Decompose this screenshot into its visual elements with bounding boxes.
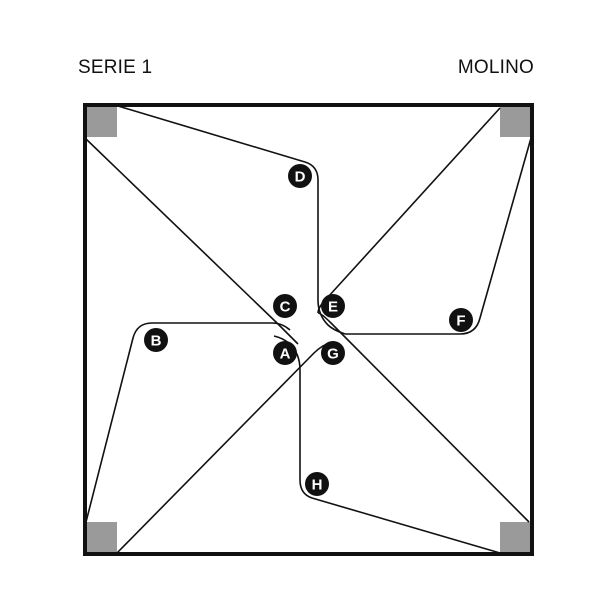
point-label: C xyxy=(280,299,291,316)
point-marker-circle xyxy=(288,164,312,188)
corner-block-top-right xyxy=(500,105,532,137)
blade-bottom xyxy=(273,335,501,554)
diagonal-arm-top-right xyxy=(317,107,501,314)
point-marker-f: F xyxy=(449,308,473,332)
point-marker-circle xyxy=(144,328,168,352)
corner-block-bottom-right xyxy=(500,522,532,554)
corner-block-top-left xyxy=(85,105,117,137)
blade-right xyxy=(345,137,532,335)
point-marker-circle xyxy=(449,308,473,332)
point-marker-b: B xyxy=(144,328,168,352)
outer-frame xyxy=(83,103,534,556)
point-label: A xyxy=(280,346,291,363)
point-label: D xyxy=(295,169,306,186)
series-label: SERIE 1 xyxy=(78,57,153,78)
point-label: F xyxy=(456,313,465,330)
point-marker-circle xyxy=(321,341,345,365)
point-marker-circle xyxy=(305,472,329,496)
point-marker-a: A xyxy=(273,341,297,365)
point-marker-circle xyxy=(273,294,297,318)
point-marker-c: C xyxy=(273,294,297,318)
point-marker-d: D xyxy=(288,164,312,188)
point-marker-h: H xyxy=(305,472,329,496)
blade-left xyxy=(85,322,291,523)
point-marker-circle xyxy=(321,294,345,318)
point-label: G xyxy=(327,346,339,363)
point-marker-g: G xyxy=(321,341,345,365)
blade-top xyxy=(117,105,346,335)
point-label: B xyxy=(151,333,162,350)
point-label: H xyxy=(312,477,323,494)
point-marker-circle xyxy=(273,341,297,365)
pattern-name: MOLINO xyxy=(457,57,534,78)
diagonal-arm-bottom-right xyxy=(317,312,530,523)
point-label: E xyxy=(328,299,338,316)
corner-block-bottom-left xyxy=(85,522,117,554)
point-marker-e: E xyxy=(321,294,345,318)
diagonal-arm-top-left xyxy=(84,137,299,345)
